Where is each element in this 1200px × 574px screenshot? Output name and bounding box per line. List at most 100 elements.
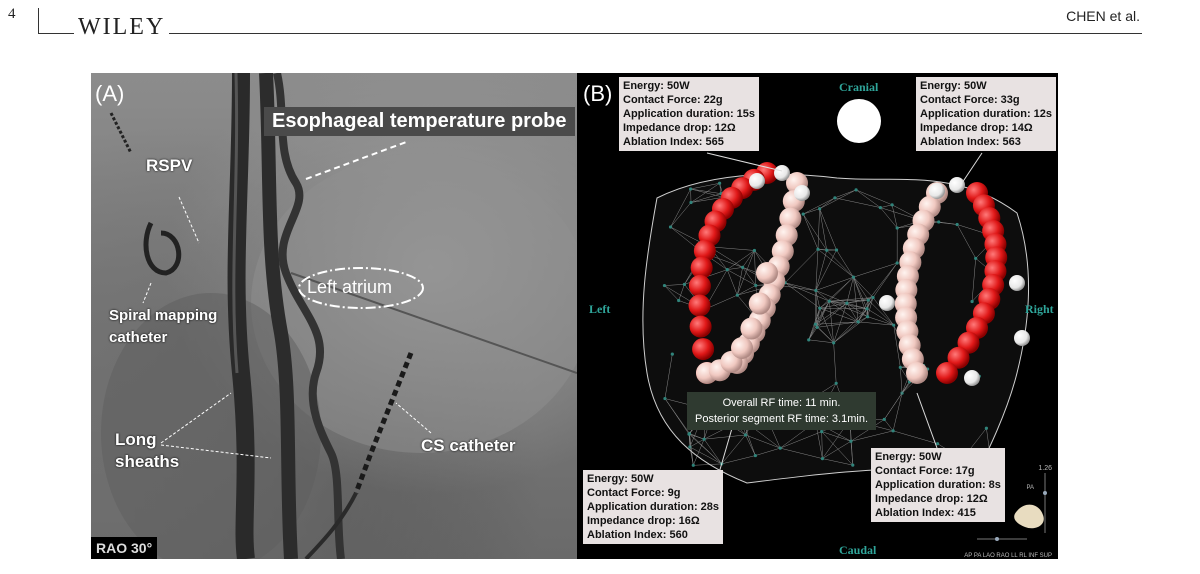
mesh-edge (664, 284, 685, 286)
mesh-edge (815, 290, 847, 304)
mesh-edge (721, 434, 746, 465)
mesh-edge (829, 300, 868, 317)
mesh-edge (819, 276, 854, 309)
mesh-edge (855, 189, 893, 206)
mesh-point (937, 220, 941, 224)
mesh-point (849, 439, 853, 443)
mesh-edge (853, 277, 868, 309)
mesh-edge (693, 439, 705, 466)
mesh-edge (822, 441, 852, 459)
rspv-label: RSPV (146, 156, 193, 175)
mini-view-label: PA (1026, 485, 1034, 491)
mesh-edge (815, 249, 819, 291)
mesh-point (743, 433, 748, 437)
info-duration: Application duration: 8s (875, 479, 1001, 491)
mesh-edge (938, 221, 958, 225)
mesh-edge (688, 433, 705, 440)
lesion-sphere-white (774, 165, 790, 181)
left-label: Left (589, 302, 611, 316)
page-number: 4 (8, 6, 16, 22)
mesh-edge (900, 367, 903, 394)
mesh-edge (664, 285, 679, 301)
mesh-edge (688, 434, 694, 466)
info-duration: Application duration: 12s (920, 108, 1053, 120)
mesh-edge (833, 342, 837, 384)
panel-b-label: (B) (583, 81, 613, 106)
mesh-edge (819, 189, 857, 209)
mesh-edge (755, 447, 781, 456)
mesh-edge (829, 300, 868, 309)
mesh-edge (826, 250, 854, 278)
mesh-edge (853, 262, 898, 278)
mesh-edge (872, 297, 894, 326)
info-duration: Application duration: 15s (623, 108, 756, 120)
mesh-edge (893, 325, 901, 368)
mesh-edge (900, 367, 910, 382)
mesh-point (663, 396, 667, 401)
lesion-sphere (740, 317, 763, 340)
mesh-point (895, 261, 899, 265)
mesh-edge (853, 277, 859, 322)
mesh-point (741, 265, 745, 269)
mesh-edge (819, 383, 837, 394)
mesh-edge (817, 249, 854, 278)
mesh-point (668, 225, 673, 229)
mesh-edge (866, 297, 874, 309)
mesh-point (725, 268, 729, 272)
mesh-edge (884, 419, 894, 431)
lesion-sphere-white (929, 183, 945, 199)
lesion-sphere (731, 337, 753, 359)
cs-catheter-label: CS catheter (421, 436, 516, 455)
mesh-edge (780, 431, 822, 449)
mesh-point (752, 248, 757, 253)
mesh-point (866, 298, 870, 302)
caudal-label: Caudal (839, 543, 877, 557)
mesh-edge (819, 208, 837, 251)
info-impedance: Impedance drop: 14Ω (920, 122, 1033, 134)
mesh-edge (784, 249, 819, 283)
mesh-edge (808, 327, 818, 340)
mesh-edge (709, 246, 755, 251)
left-atrium-label: Left atrium (307, 277, 393, 297)
mesh-edge (803, 197, 836, 215)
mesh-edge (742, 250, 755, 268)
mesh-point (820, 457, 825, 461)
mesh-edge (956, 224, 976, 259)
mesh-edge (690, 188, 722, 194)
mesh-edge (850, 430, 894, 442)
info-energy: Energy: 50W (875, 451, 942, 463)
mesh-edge (817, 321, 859, 328)
mesh-edge (819, 307, 868, 309)
mesh-edge (857, 299, 869, 322)
mesh-edge (815, 290, 830, 302)
mesh-point (827, 299, 831, 303)
spiral-catheter-label-line2: catheter (109, 329, 168, 346)
lesion-sphere (689, 315, 712, 338)
posterior-rf-time: Posterior segment RF time: 3.1min. (695, 413, 869, 425)
mesh-point (866, 315, 870, 319)
long-sheaths-label-line1: Long (115, 430, 157, 449)
mesh-edge (867, 297, 874, 317)
mesh-edge (742, 267, 756, 286)
long-sheaths-label-line2: sheaths (115, 452, 180, 471)
lesion-sphere (692, 338, 715, 361)
lesion-sphere (936, 362, 958, 384)
lesion-sphere-white (879, 295, 895, 311)
mesh-point (753, 453, 757, 458)
mesh-edge (815, 321, 859, 325)
mesh-edge (836, 249, 854, 278)
mesh-edge (745, 434, 756, 456)
mesh-edge (868, 262, 898, 301)
lesion-sphere (756, 262, 778, 284)
mesh-edge (690, 193, 722, 203)
mesh-point (856, 320, 860, 324)
mesh-edge (884, 381, 910, 420)
mesh-point (892, 323, 896, 327)
mesh-edge (817, 208, 820, 250)
mesh-point (820, 430, 824, 434)
info-ablation-index: Ablation Index: 560 (587, 529, 688, 541)
info-ablation-index: Ablation Index: 563 (920, 136, 1021, 148)
mesh-edge (704, 434, 746, 440)
mesh-edge (664, 354, 673, 399)
mesh-edge (867, 316, 894, 326)
